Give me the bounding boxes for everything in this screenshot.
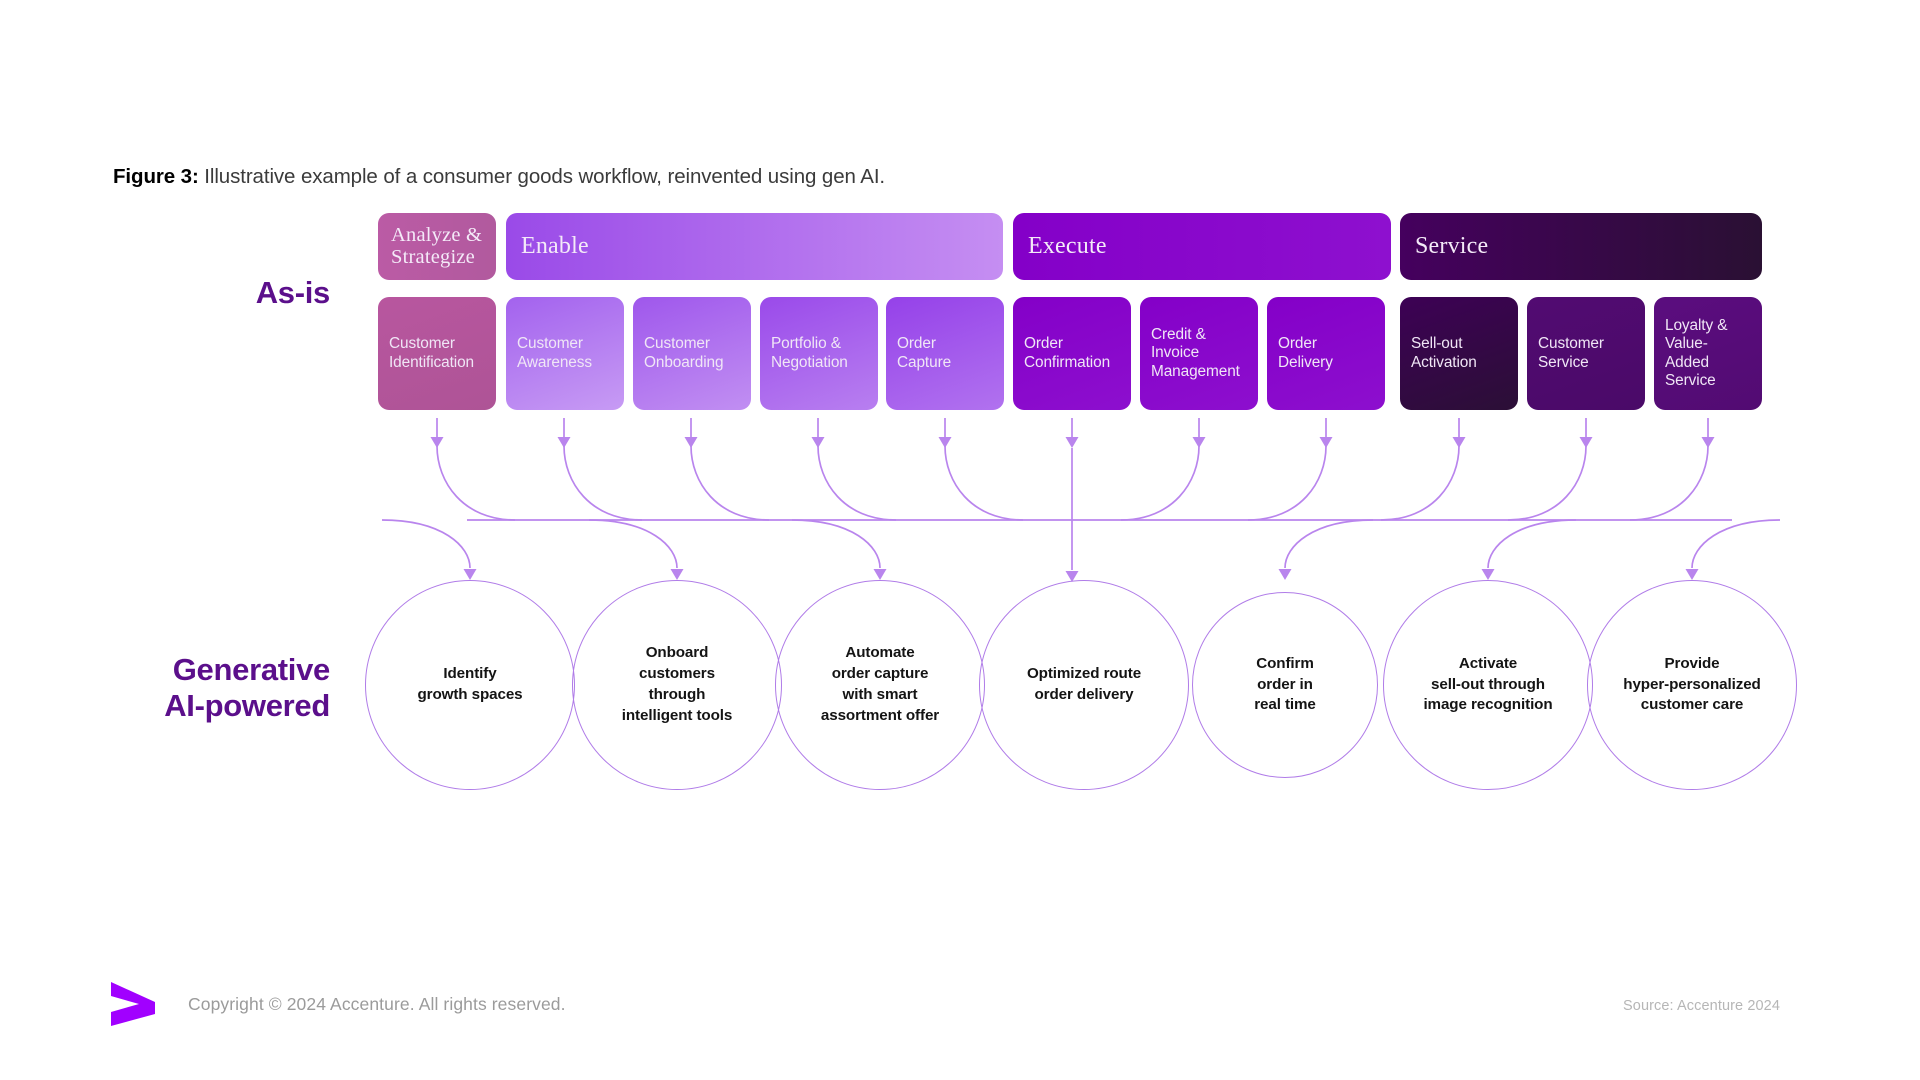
row-label-generative-line1: Generative xyxy=(172,652,331,687)
row-label-generative-ai-powered: Generative AI-powered xyxy=(0,652,330,725)
row-label-generative-line2: AI-powered xyxy=(164,688,330,724)
phase-bar-label: Execute xyxy=(1028,233,1107,259)
phase-bar-analyze: Analyze &Strategize xyxy=(378,213,496,280)
connector-curve-to-circle-4 xyxy=(1284,519,1374,569)
connector-arrowhead-down-10 xyxy=(1701,437,1715,448)
connector-arrowhead-down-0 xyxy=(430,437,444,448)
connector-arrowhead-down-7 xyxy=(1319,437,1333,448)
connector-curve-into-bus-1 xyxy=(563,445,643,521)
workflow-step-label: Portfolio &Negotiation xyxy=(771,335,848,371)
connector-curve-to-circle-6 xyxy=(1691,519,1781,569)
connector-curve-into-bus-4 xyxy=(944,445,1024,521)
connector-arrowhead-circle-target-6 xyxy=(1685,569,1699,580)
phase-bar-label: Analyze &Strategize xyxy=(391,224,483,268)
figure-caption-text: Illustrative example of a consumer goods… xyxy=(198,165,886,188)
connector-arrowhead-down-5 xyxy=(1065,437,1079,448)
connector-arrowhead-circle-target-0 xyxy=(463,569,477,580)
connector-arrowhead-down-6 xyxy=(1192,437,1206,448)
connector-arrowhead-down-1 xyxy=(557,437,571,448)
connector-curve-into-bus-0 xyxy=(436,445,516,521)
accenture-logo-icon xyxy=(111,982,155,1026)
connector-arrowhead-down-4 xyxy=(938,437,952,448)
connector-curve-into-bus-2 xyxy=(690,445,770,521)
connector-curve-into-bus-7 xyxy=(1247,445,1327,521)
figure-label: Figure 3: xyxy=(113,165,199,188)
connector-arrowhead-down-8 xyxy=(1452,437,1466,448)
connector-curve-to-circle-0 xyxy=(381,519,471,569)
connector-arrowhead-circle-target-4 xyxy=(1278,569,1292,580)
connector-curve-into-bus-3 xyxy=(817,445,897,521)
phase-bar-service: Service xyxy=(1400,213,1762,280)
connector-curve-into-bus-6 xyxy=(1120,445,1200,521)
connector-curve-into-bus-10 xyxy=(1629,445,1709,521)
connector-curve-into-bus-9 xyxy=(1507,445,1587,521)
row-label-as-is: As-is xyxy=(255,275,331,310)
connector-curve-to-circle-1 xyxy=(588,519,678,569)
workflow-step: Portfolio &Negotiation xyxy=(760,297,878,410)
phase-bar-label: Service xyxy=(1415,233,1489,259)
connector-arrowhead-down-9 xyxy=(1579,437,1593,448)
connector-curve-into-bus-8 xyxy=(1380,445,1460,521)
connector-arrowhead-circle-target-1 xyxy=(670,569,684,580)
phase-bar-enable: Enable xyxy=(506,213,1003,280)
connector-curve-to-circle-2 xyxy=(791,519,881,569)
connector-arrowhead-circle-target-2 xyxy=(873,569,887,580)
connector-arrowhead-circle-target-5 xyxy=(1481,569,1495,580)
footer-source: Source: Accenture 2024 xyxy=(1623,998,1780,1014)
connector-arrowhead-down-3 xyxy=(811,437,825,448)
phase-bar-execute: Execute xyxy=(1013,213,1391,280)
footer-copyright: Copyright © 2024 Accenture. All rights r… xyxy=(188,994,566,1014)
connector-curve-to-circle-5 xyxy=(1487,519,1577,569)
phase-bar-label: Enable xyxy=(521,233,589,259)
connector-arrowhead-down-2 xyxy=(684,437,698,448)
figure-caption: Figure 3: Illustrative example of a cons… xyxy=(113,165,885,189)
